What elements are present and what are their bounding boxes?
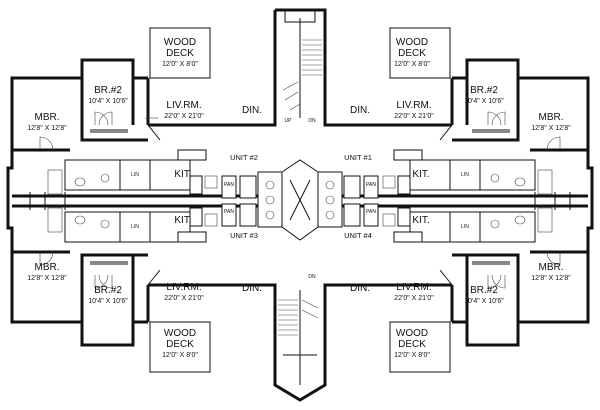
deck-label-ll-wood: WOOD: [164, 328, 196, 339]
deck-label-ur-wood: WOOD: [396, 37, 428, 48]
deck-label-ur-deck: DECK: [398, 48, 426, 59]
mbr-label-lr: MBR.: [539, 262, 564, 273]
liv-dim-ur: 22'0" X 21'0": [394, 113, 434, 120]
br2-label-ll: BR.#2: [94, 285, 122, 296]
br2-dim-ul: 10'4" X 10'6": [88, 98, 128, 105]
br2-label-ur: BR.#2: [470, 85, 498, 96]
deck-dim-ul: 12'0" X 8'0": [162, 61, 198, 68]
mbr-dim-ll: 12'8" X 12'8": [27, 275, 67, 282]
liv-label-ul: LIV.RM.: [166, 100, 201, 111]
deck-label-ul-deck: DECK: [166, 48, 194, 59]
deck-label-ul-wood: WOOD: [164, 37, 196, 48]
mbr-dim-ur: 12'8" X 12'8": [531, 125, 571, 132]
din-label-ur: DIN.: [350, 105, 370, 116]
right-wing: [323, 10, 594, 385]
liv-label-ll: LIV.RM.: [166, 282, 201, 293]
unit3-label: UNIT #3: [230, 231, 258, 240]
br2-label-lr: BR.#2: [470, 285, 498, 296]
din-label-lr: DIN.: [350, 283, 370, 294]
pan-label-ul: PAN: [224, 182, 234, 188]
kit-label-ll: KIT.: [174, 215, 191, 226]
deck-dim-ur: 12'0" X 8'0": [394, 61, 430, 68]
pan-label-lr: PAN: [366, 209, 376, 215]
deck-dim-ll: 12'0" X 8'0": [162, 352, 198, 359]
mbr-label-ul: MBR.: [35, 112, 60, 123]
stair-up-label: UP: [285, 118, 293, 124]
br2-label-ul: BR.#2: [94, 85, 122, 96]
deck-dim-lr: 12'0" X 8'0": [394, 352, 430, 359]
stair-dn-label-lower: DN: [308, 274, 316, 280]
pan-label-ur: PAN: [366, 182, 376, 188]
din-label-ll: DIN.: [242, 283, 262, 294]
unit2-label: UNIT #2: [230, 153, 258, 162]
liv-label-ur: LIV.RM.: [396, 100, 431, 111]
kit-label-lr: KIT.: [412, 215, 429, 226]
kit-label-ur: KIT.: [412, 169, 429, 180]
din-label-ul: DIN.: [242, 105, 262, 116]
br2-dim-lr: 10'4" X 10'6": [464, 298, 504, 305]
mbr-label-ll: MBR.: [35, 262, 60, 273]
deck-label-lr-deck: DECK: [398, 339, 426, 350]
unit1-label: UNIT #1: [344, 153, 372, 162]
left-wing: [6, 10, 277, 385]
lin-label-ur: LIN: [461, 172, 469, 178]
mbr-dim-ul: 12'8" X 12'8": [27, 125, 67, 132]
br2-dim-ur: 10'4" X 10'6": [464, 98, 504, 105]
pan-label-ll: PAN: [224, 209, 234, 215]
mbr-dim-lr: 12'8" X 12'8": [531, 275, 571, 282]
stair-core: [257, 8, 343, 402]
lin-label-ll: LIN: [131, 224, 139, 230]
lin-label-lr: LIN: [461, 224, 469, 230]
mbr-label-ur: MBR.: [539, 112, 564, 123]
stair-dn-label-upper: DN: [308, 118, 316, 124]
unit4-label: UNIT #4: [344, 231, 372, 240]
liv-dim-ul: 22'0" X 21'0": [164, 113, 204, 120]
kit-label-ul: KIT.: [174, 169, 191, 180]
lin-label-ul: LIN: [131, 172, 139, 178]
upper-stair-treads: [282, 39, 322, 111]
liv-dim-ll: 22'0" X 21'0": [164, 295, 204, 302]
deck-label-ll-deck: DECK: [166, 339, 194, 350]
lower-stair-treads: [278, 299, 319, 336]
br2-dim-ll: 10'4" X 10'6": [88, 298, 128, 305]
deck-label-lr-wood: WOOD: [396, 328, 428, 339]
liv-label-lr: LIV.RM.: [396, 282, 431, 293]
liv-dim-lr: 22'0" X 21'0": [394, 295, 434, 302]
